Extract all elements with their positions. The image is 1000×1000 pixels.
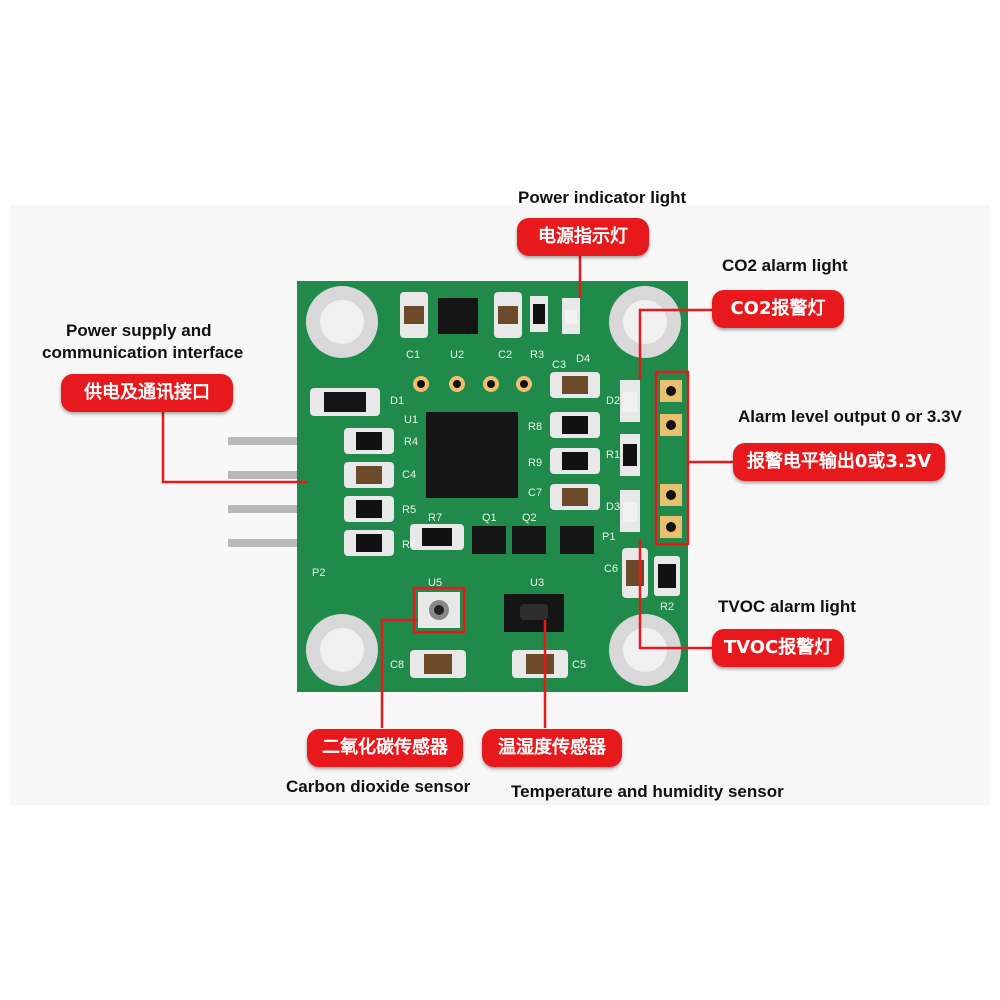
- tvoc-alarm-tag: TVOC报警灯: [712, 629, 844, 667]
- silk-c3: C3: [552, 359, 566, 371]
- silk-c2: C2: [498, 349, 512, 361]
- silk-c4: C4: [402, 469, 416, 481]
- power-indicator-tag: 电源指示灯: [517, 218, 649, 256]
- alarm-output-tag: 报警电平输出0或3.3V: [733, 443, 945, 481]
- power-indicator-label: Power indicator light: [518, 188, 687, 207]
- silk-c6: C6: [604, 563, 618, 575]
- power-interface-label-line2: communication interface: [42, 343, 244, 362]
- co2-sensor-box: [412, 586, 466, 634]
- silk-r7: R7: [428, 512, 442, 524]
- silk-q1: Q1: [482, 512, 497, 524]
- alarm-output-label: Alarm level output 0 or 3.3V: [738, 407, 962, 426]
- silk-r5: R5: [402, 504, 416, 516]
- silk-r9: R9: [528, 457, 542, 469]
- silk-d4: D4: [576, 353, 590, 365]
- silk-u3: U3: [530, 577, 544, 589]
- power-interface-label-line1: Power supply and: [66, 321, 212, 340]
- silk-d2: D2: [606, 395, 620, 407]
- mounting-holes: [306, 286, 681, 686]
- silk-p2: P2: [312, 567, 325, 579]
- line-power-interface: [161, 412, 308, 484]
- silk-c1: C1: [406, 349, 420, 361]
- silk-r4: R4: [404, 436, 418, 448]
- co2-alarm-tag: CO2报警灯: [712, 290, 844, 328]
- th-sensor-tag: 温湿度传感器: [482, 729, 622, 767]
- silk-c7: C7: [528, 487, 542, 499]
- line-co2-alarm: [638, 308, 712, 380]
- tvoc-alarm-label: TVOC alarm light: [718, 597, 856, 616]
- silk-r2: R2: [660, 601, 674, 613]
- co2-sensor-tag: 二氧化碳传感器: [307, 729, 463, 767]
- silkscreen-labels: C1 U2 C2 R3 D4 C3 D1 U1 R4 C4 R5 R6 R7 Q…: [312, 349, 674, 671]
- silk-u2: U2: [450, 349, 464, 361]
- silk-c8: C8: [390, 659, 404, 671]
- callout-lines: [161, 255, 738, 728]
- silk-r1: R1: [606, 449, 620, 461]
- silk-r8: R8: [528, 421, 542, 433]
- silk-c5: C5: [572, 659, 586, 671]
- silk-u5: U5: [428, 577, 442, 589]
- silk-p1: P1: [602, 531, 615, 543]
- line-tvoc-alarm: [638, 540, 712, 650]
- co2-alarm-label: CO2 alarm light: [722, 256, 848, 275]
- silk-u1: U1: [404, 414, 418, 426]
- line-co2-sensor: [380, 618, 418, 728]
- co2-sensor-label: Carbon dioxide sensor: [286, 777, 471, 796]
- th-sensor-label: Temperature and humidity sensor: [511, 782, 784, 801]
- silk-d1: D1: [390, 395, 404, 407]
- power-interface-tag: 供电及通讯接口: [61, 374, 233, 412]
- silk-r6: R6: [402, 539, 416, 551]
- silk-r3: R3: [530, 349, 544, 361]
- silk-d3: D3: [606, 501, 620, 513]
- line-output-box: [654, 370, 690, 546]
- silk-q2: Q2: [522, 512, 537, 524]
